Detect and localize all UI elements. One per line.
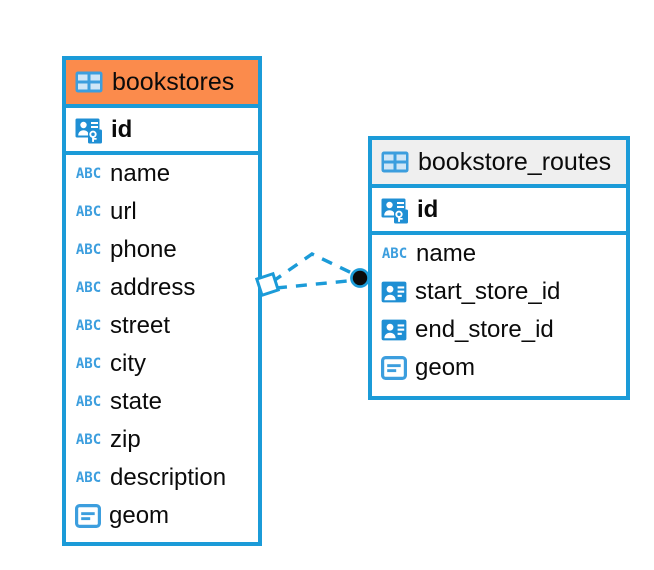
field-label-name: name xyxy=(416,240,477,267)
geometry-icon xyxy=(75,504,101,528)
field-label-id: id xyxy=(111,115,133,143)
field-label-geom: geom xyxy=(109,502,170,529)
field-label-address: address xyxy=(110,274,196,301)
field-row-state[interactable]: ABC state xyxy=(66,383,258,421)
abc-text-icon: ABC xyxy=(75,242,102,258)
field-label-name: name xyxy=(110,160,171,187)
entity-bookstore-routes[interactable]: bookstore_routes xyxy=(368,136,630,400)
field-label-street: street xyxy=(110,312,171,339)
field-label-description: description xyxy=(110,464,227,491)
entity-fields-bookstores: id ABC name ABC url ABC phone xyxy=(66,108,258,535)
entity-title-bookstore-routes: bookstore_routes xyxy=(418,147,612,176)
table-icon xyxy=(75,71,103,93)
abc-text-icon: ABC xyxy=(75,356,102,372)
field-row-id[interactable]: id xyxy=(372,188,626,235)
field-row-phone[interactable]: ABC phone xyxy=(66,231,258,269)
field-label-phone: phone xyxy=(110,236,177,263)
abc-text-glyph: ABC xyxy=(75,470,102,486)
field-label-zip: zip xyxy=(110,426,141,453)
field-label-city: city xyxy=(110,350,146,377)
field-row-description[interactable]: ABC description xyxy=(66,459,258,497)
abc-text-glyph: ABC xyxy=(75,242,102,258)
field-row-street[interactable]: ABC street xyxy=(66,307,258,345)
field-label-state: state xyxy=(110,388,163,415)
relationship-line-lower xyxy=(275,278,359,290)
field-row-address[interactable]: ABC address xyxy=(66,269,258,307)
field-row-zip[interactable]: ABC zip xyxy=(66,421,258,459)
abc-text-icon: ABC xyxy=(381,246,408,262)
abc-text-icon: ABC xyxy=(75,432,102,448)
field-row-id[interactable]: id xyxy=(66,108,258,155)
field-row-name[interactable]: ABC name xyxy=(372,235,626,273)
field-row-city[interactable]: ABC city xyxy=(66,345,258,383)
foreign-key-icon xyxy=(381,318,407,342)
entity-fields-bookstore-routes: id ABC name xyxy=(372,188,626,387)
abc-text-icon: ABC xyxy=(75,470,102,486)
field-label-geom: geom xyxy=(415,354,476,381)
abc-text-glyph: ABC xyxy=(75,280,102,296)
foreign-key-icon xyxy=(381,280,407,304)
abc-text-glyph: ABC xyxy=(75,394,102,410)
abc-text-icon: ABC xyxy=(75,394,102,410)
entity-header-bookstores[interactable]: bookstores xyxy=(66,60,258,108)
field-row-name[interactable]: ABC name xyxy=(66,155,258,193)
geometry-icon xyxy=(381,356,407,380)
abc-text-glyph: ABC xyxy=(75,432,102,448)
abc-text-icon: ABC xyxy=(75,204,102,220)
abc-text-glyph: ABC xyxy=(381,246,408,262)
relationship-line-upper xyxy=(271,252,359,284)
field-label-id: id xyxy=(417,195,439,223)
field-label-url: url xyxy=(110,198,137,225)
abc-text-icon: ABC xyxy=(75,166,102,182)
abc-text-icon: ABC xyxy=(75,280,102,296)
field-row-url[interactable]: ABC url xyxy=(66,193,258,231)
abc-text-glyph: ABC xyxy=(75,166,102,182)
field-row-geom[interactable]: geom xyxy=(66,497,258,535)
field-label-start-store-id: start_store_id xyxy=(415,278,561,305)
field-row-start-store-id[interactable]: start_store_id xyxy=(372,273,626,311)
abc-text-icon: ABC xyxy=(75,318,102,334)
field-row-geom[interactable]: geom xyxy=(372,349,626,387)
abc-text-glyph: ABC xyxy=(75,356,102,372)
filled-circle-marker xyxy=(350,268,370,288)
entity-title-bookstores: bookstores xyxy=(112,67,235,96)
field-label-end-store-id: end_store_id xyxy=(415,316,554,343)
abc-text-glyph: ABC xyxy=(75,318,102,334)
primary-key-icon xyxy=(381,196,409,224)
field-row-end-store-id[interactable]: end_store_id xyxy=(372,311,626,349)
relationship-connector[interactable] xyxy=(250,240,380,320)
entity-header-bookstore-routes[interactable]: bookstore_routes xyxy=(372,140,626,188)
entity-bookstores[interactable]: bookstores xyxy=(62,56,262,546)
table-icon xyxy=(381,151,409,173)
primary-key-icon xyxy=(75,116,103,144)
abc-text-glyph: ABC xyxy=(75,204,102,220)
